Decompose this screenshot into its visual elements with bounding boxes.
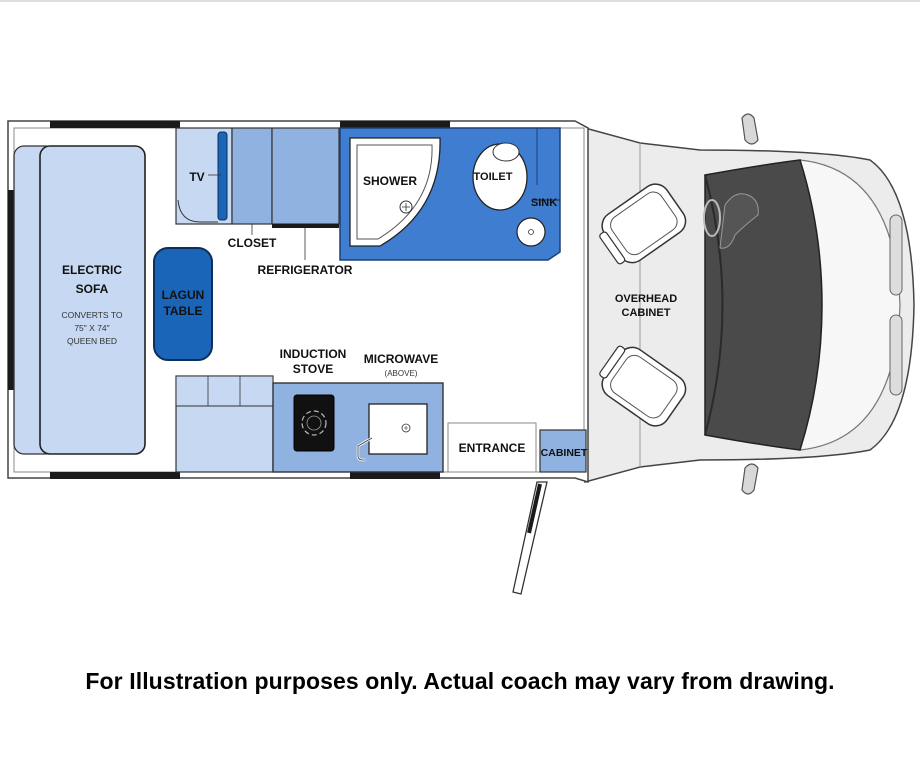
- headlight-bottom: [889, 314, 903, 396]
- driver-seat-icon: [599, 183, 687, 265]
- headlight-top: [889, 214, 903, 296]
- drain-cross: [402, 203, 410, 211]
- disclaimer-text: For Illustration purposes only. Actual c…: [85, 668, 835, 694]
- electric-sofa: ELECTRIC SOFA CONVERTS TO 75" X 74" QUEE…: [13, 145, 146, 455]
- toilet-label: TOILET: [474, 171, 513, 183]
- faucet-outline: [357, 437, 373, 461]
- refrigerator-label: REFRIGERATOR: [258, 263, 353, 277]
- side-mirror-top: [741, 113, 759, 145]
- wall-top-mid: [340, 121, 450, 128]
- entry-door: [512, 481, 548, 595]
- front-cabinet: [539, 429, 587, 473]
- wall-bottom-left: [50, 472, 180, 479]
- shower-inner: [356, 144, 433, 240]
- electric-sofa-label-1: ELECTRIC: [62, 263, 122, 277]
- microwave-label: MICROWAVE: [364, 352, 438, 366]
- electric-sofa-label-2: SOFA: [76, 282, 109, 296]
- tv-swing-arc: [177, 199, 218, 223]
- table-label-1: LAGUN: [162, 288, 205, 302]
- wall-rear: [8, 190, 14, 390]
- galley: INDUCTION STOVE MICROWAVE (ABOVE) ENTRAN…: [175, 347, 588, 473]
- galley-drain-cross: [404, 426, 408, 430]
- sink-label: SINK: [531, 197, 557, 209]
- steering-wheel-icon: [703, 199, 721, 237]
- shower-label: SHOWER: [363, 174, 417, 188]
- overhead-cabinet-label-2: CABINET: [622, 307, 671, 319]
- lagun-table: LAGUN TABLE: [153, 247, 213, 361]
- sofa-seat: [39, 145, 146, 455]
- wall-top-left: [50, 121, 180, 128]
- refrigerator: [271, 127, 340, 225]
- van-cab: OVERHEAD CABINET: [584, 113, 915, 495]
- microwave-note: (ABOVE): [385, 369, 418, 378]
- dashboard: [704, 174, 724, 436]
- table-label-2: TABLE: [163, 304, 202, 318]
- induction-stove-icon: [293, 394, 335, 452]
- burner-ring: [301, 410, 327, 436]
- closet: [231, 127, 273, 225]
- stove-label-1: INDUCTION: [280, 347, 347, 361]
- door-window: [527, 483, 542, 534]
- sofa-note-2: 75" X 74": [74, 323, 109, 333]
- sink-drain: [528, 229, 534, 235]
- shower-pan: [349, 137, 441, 247]
- passenger-seat-icon: [599, 345, 687, 427]
- dash-detail: [719, 193, 759, 249]
- toilet-tank: [492, 142, 520, 162]
- side-mirror-bottom: [741, 463, 759, 495]
- galley-sink-icon: [368, 403, 428, 455]
- upper-cabinets: TV CLOSET REFRIGERATOR: [175, 127, 353, 277]
- tv-label: TV: [189, 170, 204, 184]
- overhead-cabinet-label-1: OVERHEAD: [615, 293, 677, 305]
- sofa-note-3: QUEEN BED: [67, 336, 117, 346]
- stove-label-2: STOVE: [293, 362, 333, 376]
- wall-bottom-mid: [350, 472, 440, 479]
- cabinet-label: CABINET: [541, 447, 588, 459]
- closet-label: CLOSET: [228, 236, 277, 250]
- hood: [799, 159, 901, 451]
- bathroom: SHOWER TOILET SINK: [339, 127, 561, 261]
- entrance-label: ENTRANCE: [459, 441, 526, 455]
- door-panel: [512, 481, 548, 595]
- tv-screen: [217, 131, 228, 221]
- table-top: [153, 247, 213, 361]
- bench-back: [175, 375, 274, 407]
- burner-inner: [306, 415, 322, 431]
- entrance-step: [447, 422, 537, 473]
- sofa-note-1: CONVERTS TO: [62, 310, 123, 320]
- fridge-door: [272, 224, 339, 228]
